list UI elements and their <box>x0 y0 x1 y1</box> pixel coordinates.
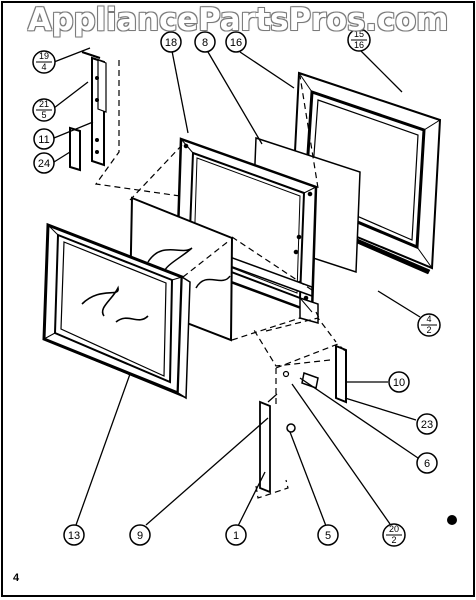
callout-label: 24 <box>38 158 50 170</box>
callout-label: 21 <box>39 99 49 109</box>
callout-5: 5 <box>317 524 339 546</box>
callout-15-16: 15 16 <box>347 28 371 52</box>
callout-13: 13 <box>63 524 85 546</box>
callout-18: 18 <box>160 31 182 53</box>
callout-label: 8 <box>202 37 208 49</box>
callout-11: 11 <box>33 128 55 150</box>
callout-label: 20 <box>389 524 399 534</box>
callout-16: 16 <box>225 31 247 53</box>
callout-label: 11 <box>38 134 49 146</box>
part-switch-bracket <box>259 344 347 494</box>
callout-label: 2 <box>426 325 431 335</box>
assembly-guide-lines <box>94 60 347 499</box>
callout-label: 13 <box>68 530 80 542</box>
callout-4-2: 4 2 <box>417 313 441 337</box>
callout-label: 18 <box>165 37 177 49</box>
callout-label: 15 <box>354 29 364 39</box>
scan-artifact-dot <box>447 515 457 525</box>
callout-10: 10 <box>388 371 410 393</box>
watermark: AppliancePartsPros.com <box>27 2 449 38</box>
callout-label: 4 <box>41 62 46 72</box>
callout-23: 23 <box>416 413 438 435</box>
callout-label: 5 <box>41 110 46 120</box>
callout-label: 19 <box>39 51 49 61</box>
callout-label: 10 <box>393 377 405 389</box>
callout-label: 9 <box>137 530 143 542</box>
part-latch-bracket <box>69 51 107 172</box>
callout-9: 9 <box>129 524 151 546</box>
callout-label: 4 <box>426 314 431 324</box>
callout-6: 6 <box>416 452 438 474</box>
callout-label: 1 <box>233 530 239 542</box>
callout-24: 24 <box>33 152 55 174</box>
callout-label: 6 <box>424 458 430 470</box>
leader-lines <box>53 47 421 527</box>
callout-label: 2 <box>391 535 396 545</box>
callout-1: 1 <box>225 524 247 546</box>
callout-8: 8 <box>194 31 216 53</box>
callout-label: 16 <box>230 37 242 49</box>
callout-label: 5 <box>325 530 331 542</box>
callout-21-5: 21 5 <box>32 98 56 122</box>
page-number: 4 <box>13 572 20 584</box>
callout-label: 23 <box>421 419 433 431</box>
callout-19-4: 19 4 <box>32 50 56 74</box>
callout-label: 16 <box>354 40 364 50</box>
callout-20-2: 20 2 <box>382 523 406 547</box>
part-front-bezel <box>42 222 191 400</box>
